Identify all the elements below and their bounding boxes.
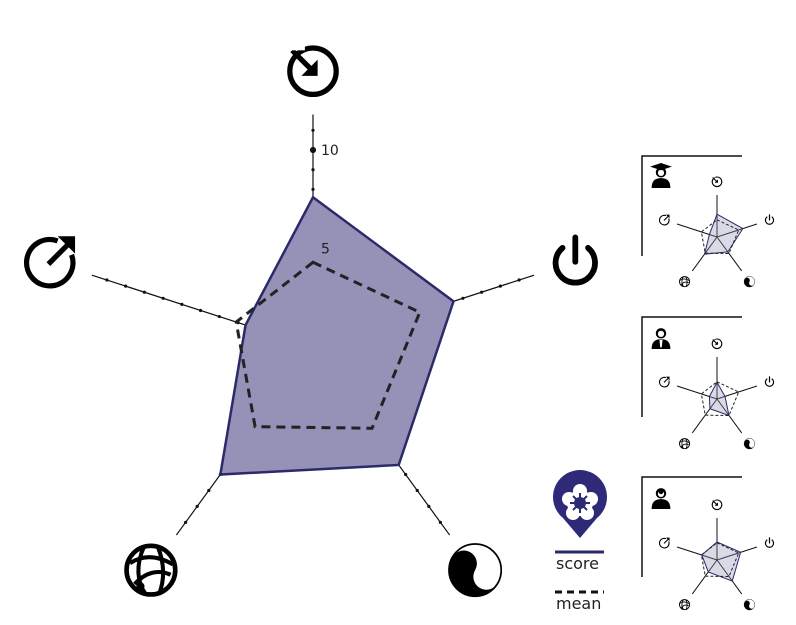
panel-frame <box>641 155 742 256</box>
axis-tick <box>498 284 502 288</box>
tick-label-10: 10 <box>321 143 339 159</box>
mean-polygon <box>234 260 422 430</box>
axis-tick <box>105 278 109 282</box>
timer-icon <box>290 45 336 94</box>
axis-line <box>716 546 758 561</box>
power-icon <box>556 237 595 282</box>
timer-icon <box>711 337 723 350</box>
yin-yang-icon <box>743 436 758 450</box>
small-multiple-1 <box>641 155 775 288</box>
axis-line <box>716 223 758 238</box>
axis-line <box>676 546 718 561</box>
tick-label-5: 5 <box>321 242 330 258</box>
axis-tick <box>404 472 408 477</box>
axis-tick-major <box>310 147 316 153</box>
axis-tick <box>124 284 128 288</box>
panel-frame <box>641 316 742 417</box>
axis-line <box>716 559 743 595</box>
axis-tick <box>195 504 199 508</box>
axis-line <box>676 223 718 238</box>
power-icon <box>764 376 775 387</box>
graduate-icon <box>650 163 672 188</box>
axis-tick <box>180 302 184 306</box>
axis-tick <box>461 296 465 300</box>
axis-line <box>716 236 743 272</box>
arrow-out-icon <box>658 537 671 549</box>
score-polygon <box>218 195 455 476</box>
legend-mean-label: mean <box>556 594 602 613</box>
axis-tick <box>142 290 146 294</box>
axis-tick <box>415 488 419 493</box>
score-polygon <box>701 541 742 582</box>
mean-polygon <box>700 219 740 255</box>
axis-tick <box>184 520 188 524</box>
arrow-out-icon <box>658 214 671 226</box>
flower-pin-icon <box>553 470 607 538</box>
timer-icon <box>711 498 723 511</box>
globe-icon <box>679 276 691 288</box>
axis-tick <box>207 488 211 493</box>
score-polygon <box>703 213 744 255</box>
small-multiple-2 <box>641 316 775 450</box>
axis-tick <box>311 128 315 132</box>
small-multiples <box>641 155 775 611</box>
yin-yang-icon <box>445 533 512 598</box>
timer-icon <box>711 175 723 188</box>
axis-tick <box>438 520 442 524</box>
axis-tick <box>161 296 165 300</box>
small-multiple-3 <box>641 476 775 611</box>
axis-tick <box>217 314 221 319</box>
idea-person-icon <box>651 488 671 509</box>
axis-tick <box>311 187 315 191</box>
globe-icon <box>127 546 176 595</box>
yin-yang-icon <box>743 274 758 288</box>
legend-score-label: score <box>556 554 599 573</box>
globe-icon <box>679 599 691 611</box>
legend <box>553 470 607 594</box>
axis-tick <box>311 168 315 172</box>
mean-polygon <box>700 542 740 578</box>
axis-line <box>691 559 718 595</box>
panel-frame <box>641 476 742 577</box>
globe-icon <box>679 438 691 450</box>
power-icon <box>764 537 775 548</box>
radar-tick-labels: 5 10 <box>321 143 339 258</box>
arrow-out-icon <box>27 236 75 286</box>
yin-yang-icon <box>743 597 758 611</box>
axis-line <box>716 385 758 400</box>
score-polygon <box>708 381 730 417</box>
axis-tick <box>480 290 484 294</box>
axis-tick <box>517 278 521 282</box>
power-icon <box>764 214 775 225</box>
axis-tick <box>427 504 431 508</box>
radar-series <box>218 195 455 476</box>
axis-line <box>691 398 718 434</box>
axis-tick <box>198 308 203 313</box>
arrow-out-icon <box>658 376 671 388</box>
axis-line <box>676 385 718 400</box>
mean-polygon <box>700 381 740 417</box>
businessman-icon <box>651 328 671 349</box>
